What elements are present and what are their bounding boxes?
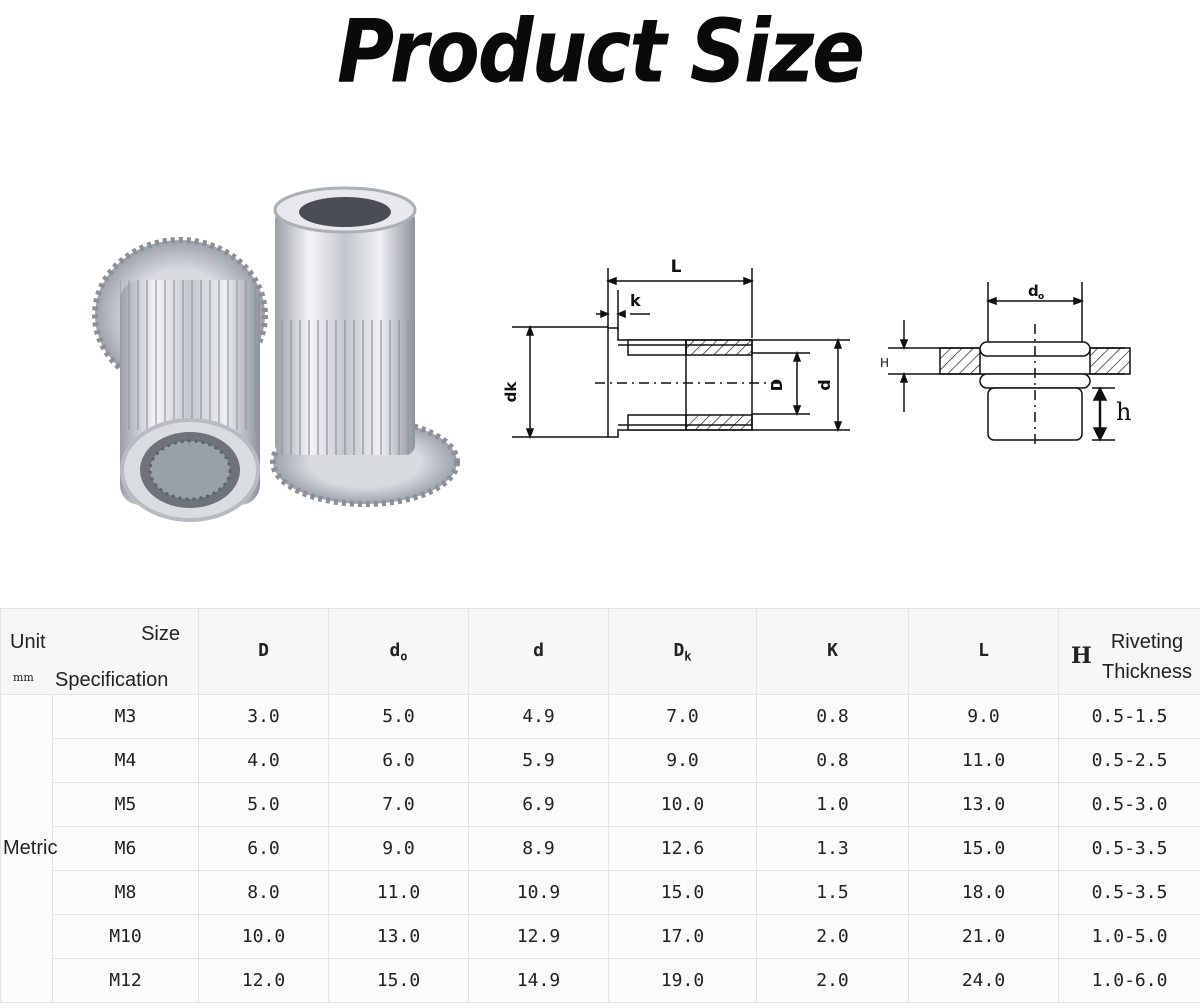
cell-K: 0.8 [756, 694, 909, 739]
header-riveting-thickness: H Riveting Thickness [1058, 608, 1200, 695]
table-row: M12 12.0 15.0 14.9 19.0 2.0 24.0 1.0-6.0 [1, 958, 1200, 1003]
cell-d0: 13.0 [328, 914, 469, 959]
label-d: d [815, 379, 834, 390]
table-row: M6 6.0 9.0 8.9 12.6 1.3 15.0 0.5-3.5 [1, 826, 1200, 871]
cell-L: 15.0 [908, 826, 1059, 871]
header-Dk: Dk [608, 608, 757, 695]
label-d0: d [1028, 282, 1039, 300]
cell-riveting: 1.0-6.0 [1058, 958, 1200, 1003]
header-L: L [908, 608, 1059, 695]
size-cell: M8 [52, 870, 199, 915]
cell-Dk: 12.6 [608, 826, 757, 871]
cell-d: 12.9 [468, 914, 609, 959]
cell-riveting: 0.5-1.5 [1058, 694, 1200, 739]
header-K: K [756, 608, 909, 695]
table-row: M5 5.0 7.0 6.9 10.0 1.0 13.0 0.5-3.0 [1, 782, 1200, 827]
cell-d: 14.9 [468, 958, 609, 1003]
cell-K: 2.0 [756, 914, 909, 959]
table-row: M10 10.0 13.0 12.9 17.0 2.0 21.0 1.0-5.0 [1, 914, 1200, 959]
header-d: d [468, 608, 609, 695]
cell-Dk: 15.0 [608, 870, 757, 915]
cell-d0: 11.0 [328, 870, 469, 915]
size-cell: M3 [52, 694, 199, 739]
cell-D: 4.0 [198, 738, 329, 783]
cell-Dk: 9.0 [608, 738, 757, 783]
cell-L: 13.0 [908, 782, 1059, 827]
size-cell: M10 [52, 914, 199, 959]
cell-K: 1.0 [756, 782, 909, 827]
label-dk: dk [502, 381, 520, 403]
cell-D: 10.0 [198, 914, 329, 959]
label-h: h [1116, 398, 1131, 426]
cell-d: 4.9 [468, 694, 609, 739]
size-cell: M5 [52, 782, 199, 827]
corner-header: Unit mm Size Specification [0, 608, 199, 695]
cell-riveting: 0.5-3.5 [1058, 870, 1200, 915]
label-k: k [630, 291, 641, 310]
cell-L: 9.0 [908, 694, 1059, 739]
unit-label: Unit [10, 631, 46, 653]
cell-Dk: 10.0 [608, 782, 757, 827]
cell-d: 8.9 [468, 826, 609, 871]
cell-d0: 6.0 [328, 738, 469, 783]
spec-label: Specification [55, 669, 169, 691]
cell-Dk: 19.0 [608, 958, 757, 1003]
cell-L: 21.0 [908, 914, 1059, 959]
size-cell: M6 [52, 826, 199, 871]
cell-d: 5.9 [468, 738, 609, 783]
label-D: D [768, 379, 786, 391]
mm-label: mm [13, 671, 34, 684]
rivet-nut-photo [92, 186, 460, 522]
label-L: L [671, 257, 682, 277]
table-row: M4 4.0 6.0 5.9 9.0 0.8 11.0 0.5-2.5 [1, 738, 1200, 783]
cell-riveting: 0.5-3.5 [1058, 826, 1200, 871]
cell-riveting: 1.0-5.0 [1058, 914, 1200, 959]
cell-d0: 7.0 [328, 782, 469, 827]
size-cell: M12 [52, 958, 199, 1003]
header-D: D [198, 608, 329, 695]
cell-d: 10.9 [468, 870, 609, 915]
table-header-row: Unit mm Size Specification D do d Dk K L… [0, 608, 1200, 695]
cell-K: 2.0 [756, 958, 909, 1003]
unit-group-metric: Metric [0, 694, 57, 1003]
cell-L: 11.0 [908, 738, 1059, 783]
cell-riveting: 0.5-3.0 [1058, 782, 1200, 827]
header-d0: do [328, 608, 469, 695]
sheet-installation-diagram: d o H h [880, 282, 1131, 445]
table-row: M8 8.0 11.0 10.9 15.0 1.5 18.0 0.5-3.5 [1, 870, 1200, 915]
cell-Dk: 17.0 [608, 914, 757, 959]
cell-K: 1.3 [756, 826, 909, 871]
cell-K: 1.5 [756, 870, 909, 915]
cell-d0: 9.0 [328, 826, 469, 871]
size-label: Size [141, 623, 180, 645]
cell-d0: 5.0 [328, 694, 469, 739]
label-H: H [880, 356, 889, 370]
rivet-nut-section-diagram: L k dk D d [502, 257, 850, 440]
cell-riveting: 0.5-2.5 [1058, 738, 1200, 783]
cell-D: 6.0 [198, 826, 329, 871]
cell-D: 3.0 [198, 694, 329, 739]
cell-d: 6.9 [468, 782, 609, 827]
cell-D: 5.0 [198, 782, 329, 827]
page-title: Product Size [336, 2, 865, 103]
cell-D: 8.0 [198, 870, 329, 915]
cell-D: 12.0 [198, 958, 329, 1003]
cell-K: 0.8 [756, 738, 909, 783]
cell-Dk: 7.0 [608, 694, 757, 739]
table-row: Metric M3 3.0 5.0 4.9 7.0 0.8 9.0 0.5-1.… [0, 694, 1200, 1003]
size-cell: M4 [52, 738, 199, 783]
cell-L: 24.0 [908, 958, 1059, 1003]
label-d0-sub: o [1038, 292, 1044, 302]
cell-d0: 15.0 [328, 958, 469, 1003]
cell-L: 18.0 [908, 870, 1059, 915]
spec-table: Unit mm Size Specification D do d Dk K L… [0, 608, 1200, 1003]
